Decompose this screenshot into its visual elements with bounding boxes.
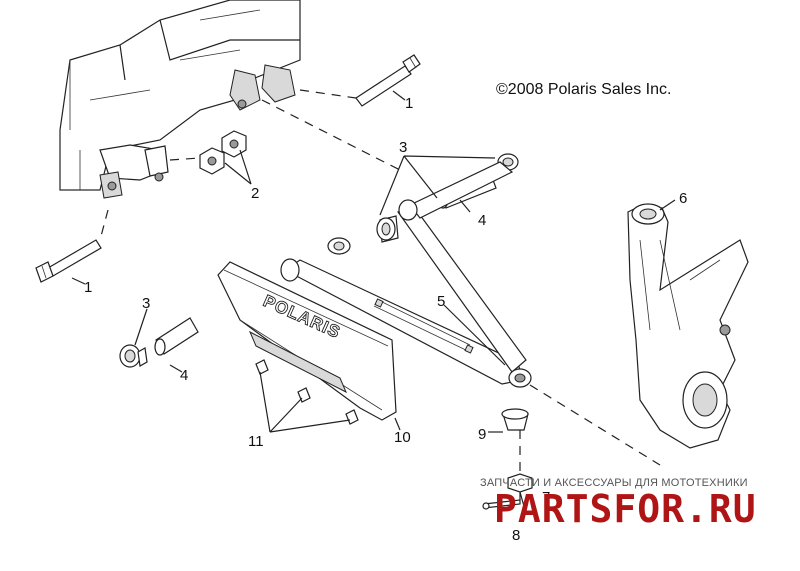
a-arm bbox=[280, 161, 532, 388]
callout-3-left: 3 bbox=[142, 295, 151, 312]
frame-bracket bbox=[59, 0, 301, 199]
callout-3-upper: 3 bbox=[399, 139, 408, 156]
assembly-lines bbox=[99, 89, 661, 500]
callout-10: 10 bbox=[394, 429, 411, 446]
a-arm-guard bbox=[217, 261, 397, 421]
copyright-notice: ©2008 Polaris Sales Inc. bbox=[496, 81, 672, 98]
spindle bbox=[627, 203, 749, 449]
bolt-upper bbox=[355, 54, 421, 107]
leader-lines bbox=[71, 90, 676, 511]
callout-9: 9 bbox=[478, 426, 487, 443]
callout-5: 5 bbox=[437, 293, 446, 310]
callout-2: 2 bbox=[251, 185, 260, 202]
callout-7: 7 bbox=[542, 489, 551, 506]
left-bushing bbox=[119, 317, 199, 368]
watermark-brand: PARTSFOR.RU bbox=[494, 487, 757, 531]
nuts bbox=[199, 130, 247, 175]
callout-8: 8 bbox=[512, 527, 521, 544]
callout-6: 6 bbox=[679, 190, 688, 207]
callout-1-upper: 1 bbox=[405, 95, 414, 112]
callout-4-right: 4 bbox=[478, 212, 487, 229]
bolt-lower bbox=[35, 239, 102, 283]
callout-11: 11 bbox=[248, 433, 264, 450]
watermark-subtitle: ЗАПЧАСТИ И АКСЕССУАРЫ ДЛЯ МОТОТЕХНИКИ bbox=[480, 477, 748, 489]
ball-joint-hardware bbox=[482, 408, 533, 510]
callout-4-left: 4 bbox=[180, 367, 189, 384]
callout-1-lower: 1 bbox=[84, 279, 93, 296]
